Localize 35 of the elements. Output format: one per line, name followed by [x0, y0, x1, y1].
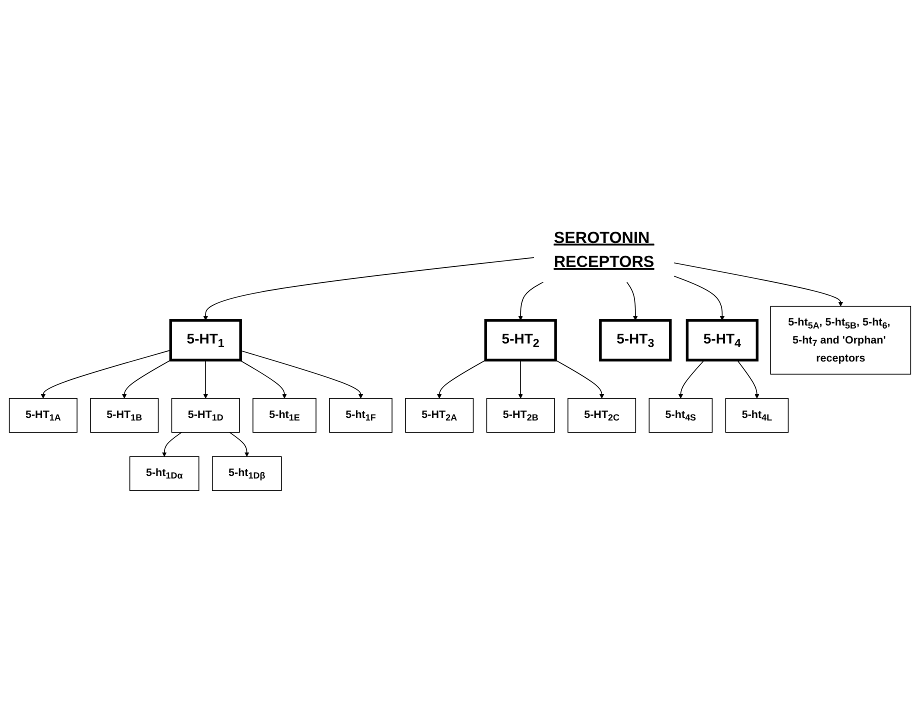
arrow — [162, 431, 182, 456]
arrow — [674, 275, 725, 320]
node-box: 5-HT$_{1}$ — [169, 318, 242, 361]
node-box: 5-ht$_{1F}$ — [329, 398, 392, 432]
node-box: 5-HT$_{2B}$ — [486, 398, 555, 432]
arrow — [674, 262, 844, 306]
node-box: 5-HT$_{1A}$ — [8, 398, 78, 432]
arrow — [122, 359, 172, 398]
node-text: SEROTONIN RECEPTORS — [554, 228, 654, 270]
arrow — [678, 359, 705, 398]
node-box: 5-HT$_{4}$ — [686, 318, 758, 361]
arrow — [239, 359, 287, 398]
node-box: 5-ht$_{1Dα}$ — [129, 456, 200, 490]
node-box: 5-HT$_{2}$ — [484, 318, 557, 361]
arrow — [203, 359, 208, 398]
arrow — [518, 281, 544, 320]
node-box: 5-HT$_{1D}$ — [171, 398, 240, 432]
node-box: 5-HT$_{2C}$ — [568, 398, 636, 432]
arrow — [555, 359, 604, 398]
node-box: 5-ht$_{1Dβ}$ — [212, 456, 282, 490]
arrow — [240, 350, 364, 398]
arrow — [229, 431, 250, 456]
arrow — [40, 349, 172, 398]
arrow — [626, 281, 638, 320]
arrow — [736, 359, 760, 398]
arrow — [203, 256, 534, 320]
arrow — [437, 359, 486, 398]
arrow — [518, 359, 523, 398]
node-box: 5-ht$_{4S}$ — [648, 398, 713, 432]
node-box: 5-HT$_{2A}$ — [405, 398, 474, 432]
node-box: 5-ht$_{4L}$ — [725, 398, 789, 432]
node-box: 5-ht$_{5A}$, 5-ht$_{5B}$, 5-ht$_{6}$, 5-ht$_{7}$ and 'Orphan' receptors — [770, 305, 912, 374]
node-box: 5-HT$_{1B}$ — [90, 398, 159, 432]
node-box: 5-ht$_{1E}$ — [252, 398, 316, 432]
node-box: 5-HT$_{3}$ — [599, 318, 672, 361]
